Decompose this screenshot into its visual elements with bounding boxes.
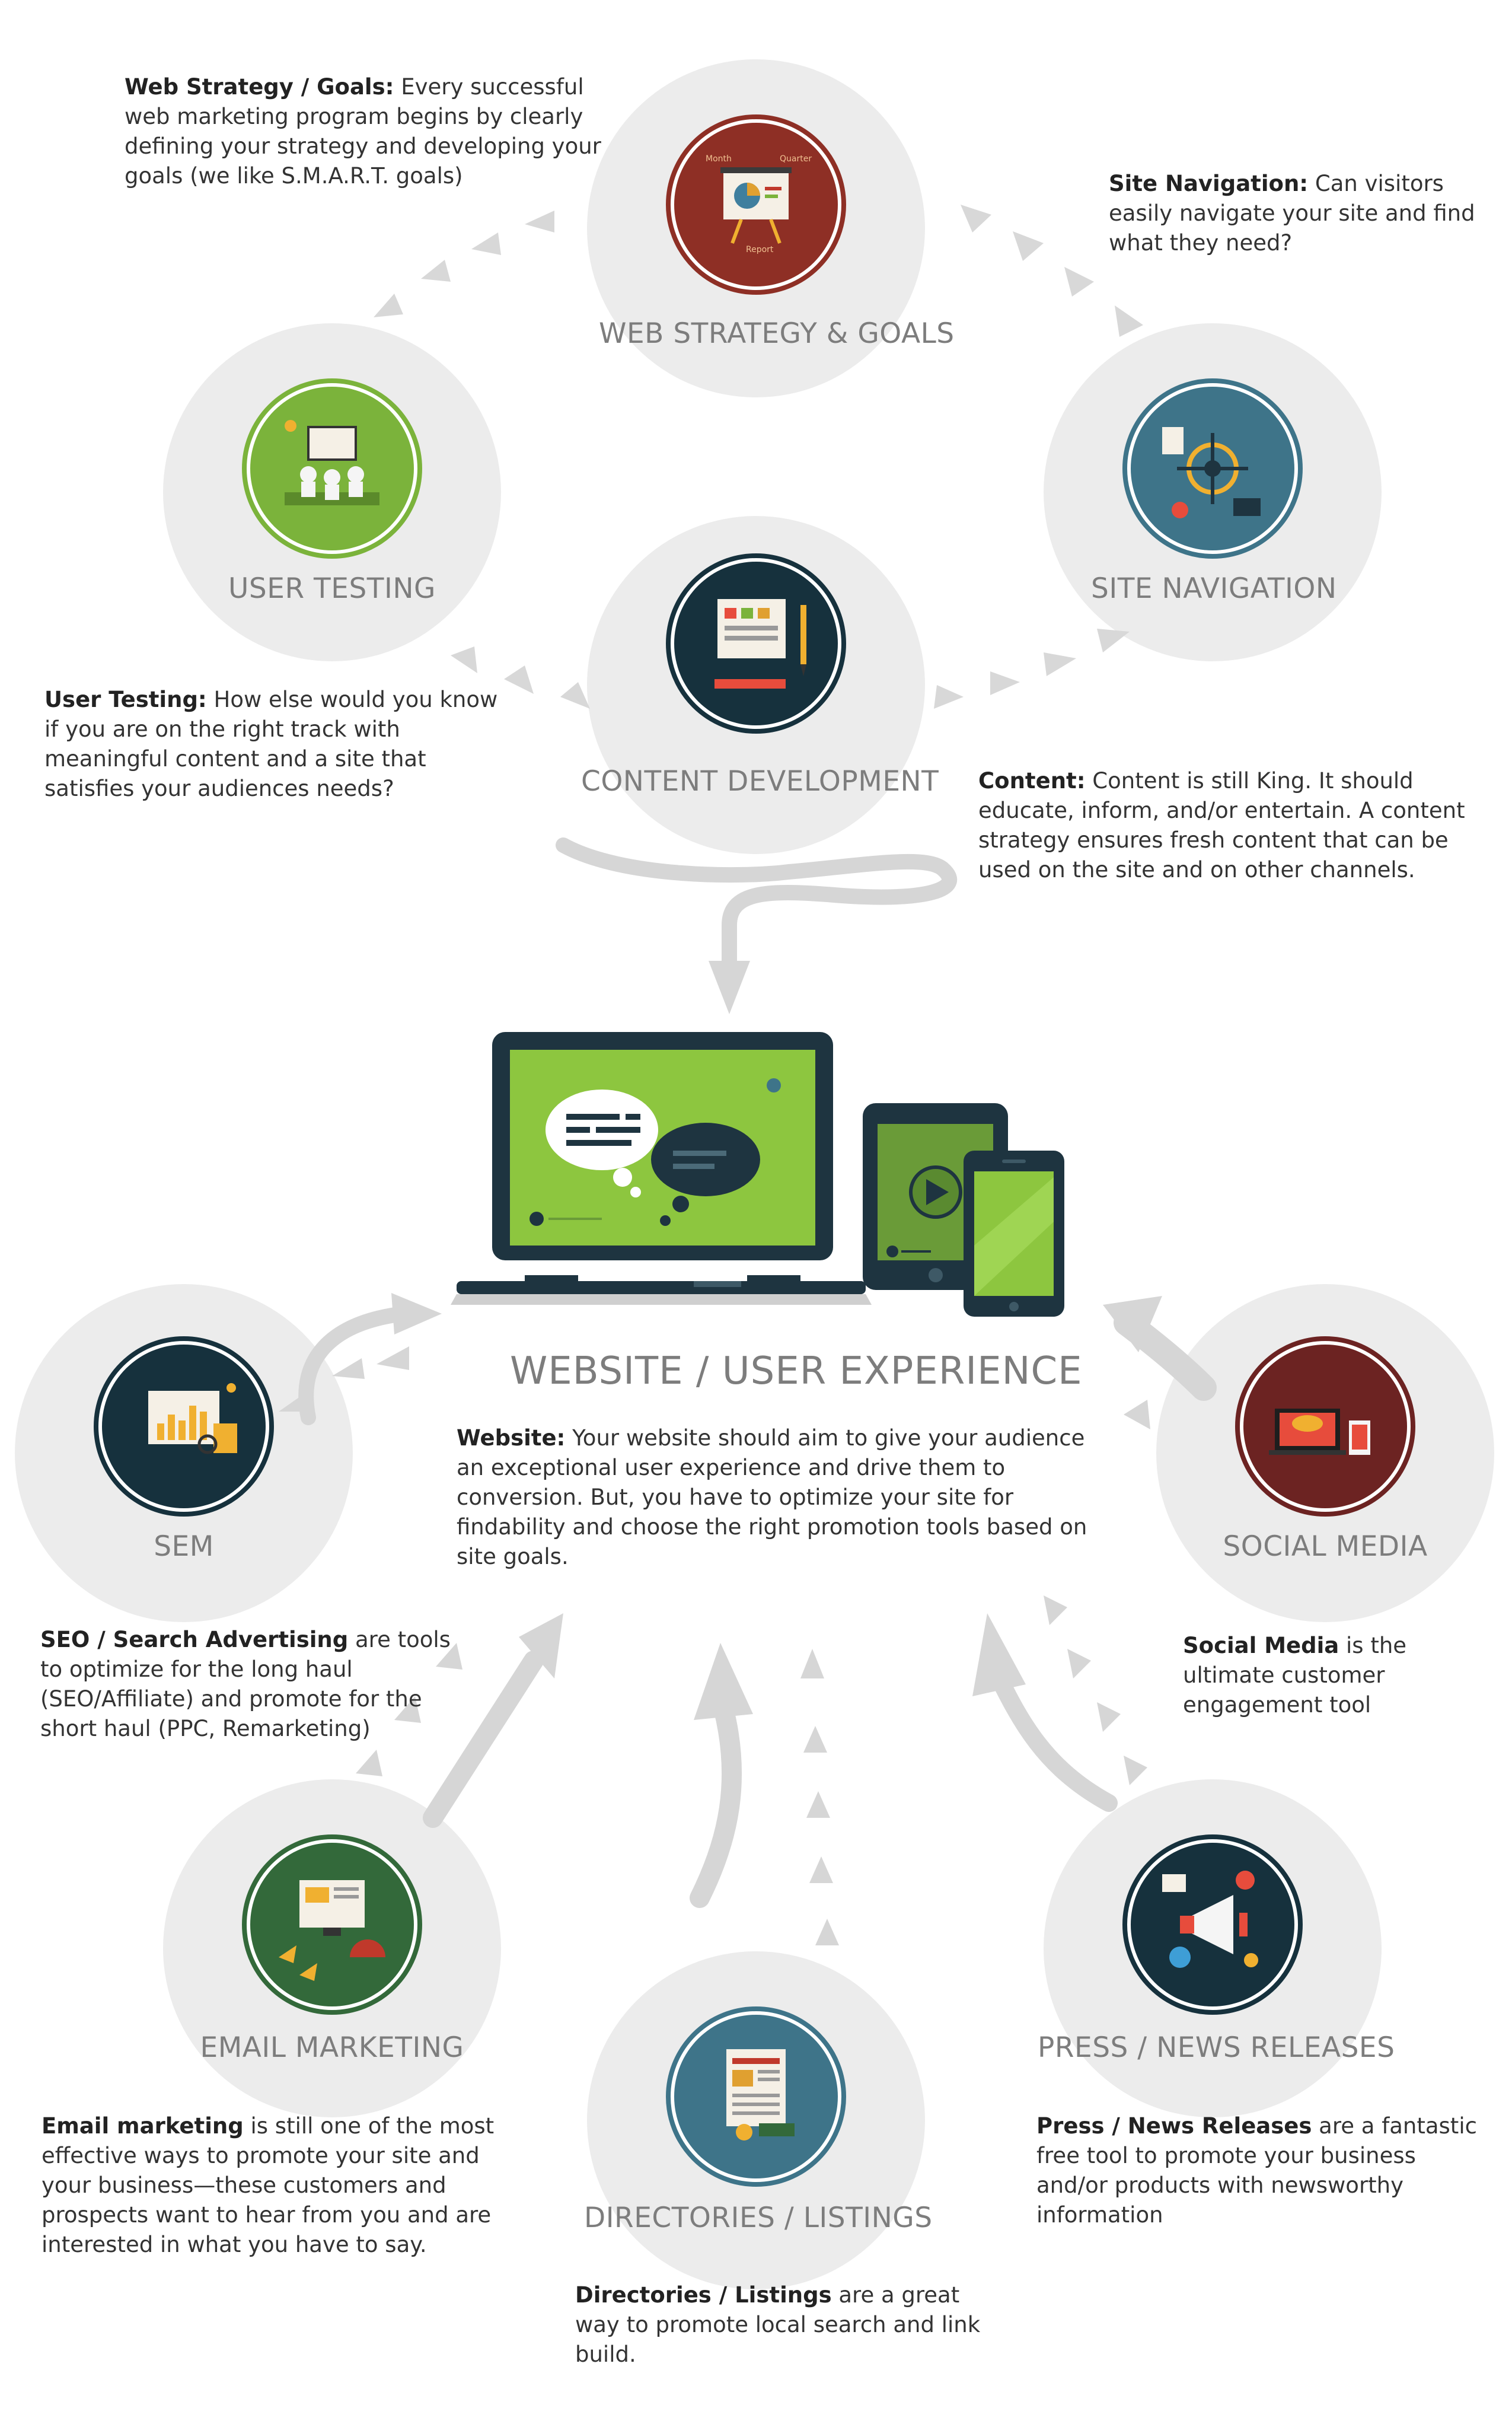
megaphone-icon [1122,1834,1303,2015]
content-desc-bold: Content: [978,768,1086,794]
content-desc-text: Content is still King. It should educate… [978,768,1465,883]
social-media-description: Social Media is the ultimate customer en… [1183,1631,1491,1720]
press-description: Press / News Releases are a fantastic fr… [1036,2111,1493,2230]
dir-dash-1 [815,1919,839,1945]
devices-illustration [451,1032,1064,1317]
sem-desc-text: are tools to optimize for the long haul … [40,1627,451,1741]
channel-arrows [298,1306,1217,1908]
user-testing-desc-text: How else would you know if you are on th… [44,687,498,801]
sem-dash-2 [332,1358,365,1379]
content-development-label: CONTENT DEVELOPMENT [581,765,939,798]
dir-dash-2 [809,1856,833,1883]
website-title: WEBSITE / USER EXPERIENCE [510,1349,1083,1393]
press-label: PRESS / NEWS RELEASES [1038,2031,1395,2064]
site-navigation-desc-bold: Site Navigation: [1109,171,1309,196]
presentation-board-icon: Month Quarter Report [666,114,846,295]
directories-description: Directories / Listings are a great way t… [575,2280,990,2369]
website-desc-text: Your website should aim to give your aud… [457,1425,1087,1569]
website-description: Website: Your website should aim to give… [457,1423,1103,1572]
web-strategy-icon-text-1: Quarter [780,154,812,164]
play-icon [926,1179,949,1205]
site-navigation-description: Site Navigation: Can visitors easily nav… [1109,169,1488,258]
directories-label: DIRECTORIES / LISTINGS [584,2202,933,2234]
web-strategy-label: WEB STRATEGY & GOALS [599,317,955,350]
cycle-arrow-c3 [451,646,477,673]
user-testing-description: User Testing: How else would you know if… [44,685,513,804]
directories-arrowhead [694,1643,753,1720]
channel-arrowheads [279,1293,1162,1945]
site-navigation-desc-text: Can visitors easily navigate your site a… [1109,171,1475,256]
directories-desc-text: are a great way to promote local search … [575,2282,981,2367]
cycle-arrow-d2 [421,260,451,282]
analytics-chart-icon [94,1336,274,1517]
sem-desc-bold: SEO / Search Advertising [40,1627,349,1652]
icon-circles: Month Quarter Report [94,114,1415,2187]
email-description: Email marketing is still one of the most… [42,2111,516,2260]
user-testing-label: USER TESTING [228,572,436,605]
web-strategy-icon-text-0: Month [706,154,732,164]
press-desc-text: are a fantastic free tool to promote you… [1036,2113,1477,2228]
cycle-arrow-c1 [560,682,590,709]
cycle-arrow-b4 [934,685,964,709]
email-dash-3 [436,1643,462,1670]
content-description: Content: Content is still King. It shoul… [978,766,1482,885]
cycle-arrow-d1 [374,294,403,317]
cycle-arrow-d3 [471,232,501,255]
sem-description: SEO / Search Advertising are tools to op… [40,1625,467,1744]
sem-dash-1 [279,1391,311,1412]
dir-dash-5 [800,1649,824,1678]
cycle-arrow-d4 [525,211,554,232]
press-arrowhead [972,1613,1026,1696]
press-desc-bold: Press / News Releases [1036,2113,1312,2139]
web-strategy-desc-bold: Web Strategy / Goals: [125,74,394,100]
sem-arrowhead [391,1293,442,1334]
laptop-base [457,1281,866,1294]
social-arrowhead [1103,1296,1162,1352]
email-targeting-icon [242,1834,422,2015]
email-desc-text: is still one of the most effective ways … [42,2113,495,2257]
social-media-desc-text: is the ultimate customer engagement tool [1183,1633,1407,1718]
cycle-arrow-a4 [1115,305,1143,337]
dir-dash-3 [806,1791,830,1818]
dir-dash-4 [803,1726,827,1753]
email-desc-bold: Email marketing [42,2113,244,2139]
social-dash-1 [1124,1400,1150,1429]
directories-desc-bold: Directories / Listings [575,2282,832,2308]
loop-arrow [556,837,958,1014]
press-dash-2 [1097,1702,1121,1732]
sem-label: SEM [154,1530,214,1563]
cycle-arrow-a2 [1013,231,1044,261]
web-strategy-description: Web Strategy / Goals: Every successful w… [125,72,608,191]
social-media-desc-bold: Social Media [1183,1633,1339,1658]
cycle-arrow-c2 [504,665,534,694]
cycle-arrow-b1 [1097,629,1130,652]
content-editor-icon [666,553,846,734]
compass-navigation-icon [1122,378,1303,559]
speech-bubble-dark [651,1123,760,1196]
cycle-arrows [374,205,1143,709]
cycle-arrow-a1 [961,205,991,232]
directory-listing-icon [666,2006,846,2187]
cycle-arrow-b2 [1044,652,1076,676]
user-testing-icon [242,378,422,559]
email-dash-2 [394,1696,421,1723]
sem-dash-3 [377,1346,409,1370]
website-desc-bold: Website: [457,1425,566,1451]
press-dash-1 [1124,1756,1147,1785]
cycle-arrow-b3 [990,671,1020,695]
user-testing-desc-bold: User Testing: [44,687,207,712]
press-dash-4 [1044,1595,1067,1625]
web-strategy-icon-text-2: Report [746,245,774,254]
email-arrowhead [519,1613,563,1678]
social-media-label: SOCIAL MEDIA [1223,1530,1428,1563]
site-navigation-label: SITE NAVIGATION [1091,572,1337,605]
press-dash-3 [1067,1649,1091,1678]
social-devices-icon [1235,1336,1415,1517]
web-strategy-desc-text: Every successful web marketing program b… [125,74,601,189]
email-dash-1 [356,1750,382,1776]
cycle-arrow-a3 [1064,267,1094,297]
email-marketing-label: EMAIL MARKETING [200,2031,464,2064]
